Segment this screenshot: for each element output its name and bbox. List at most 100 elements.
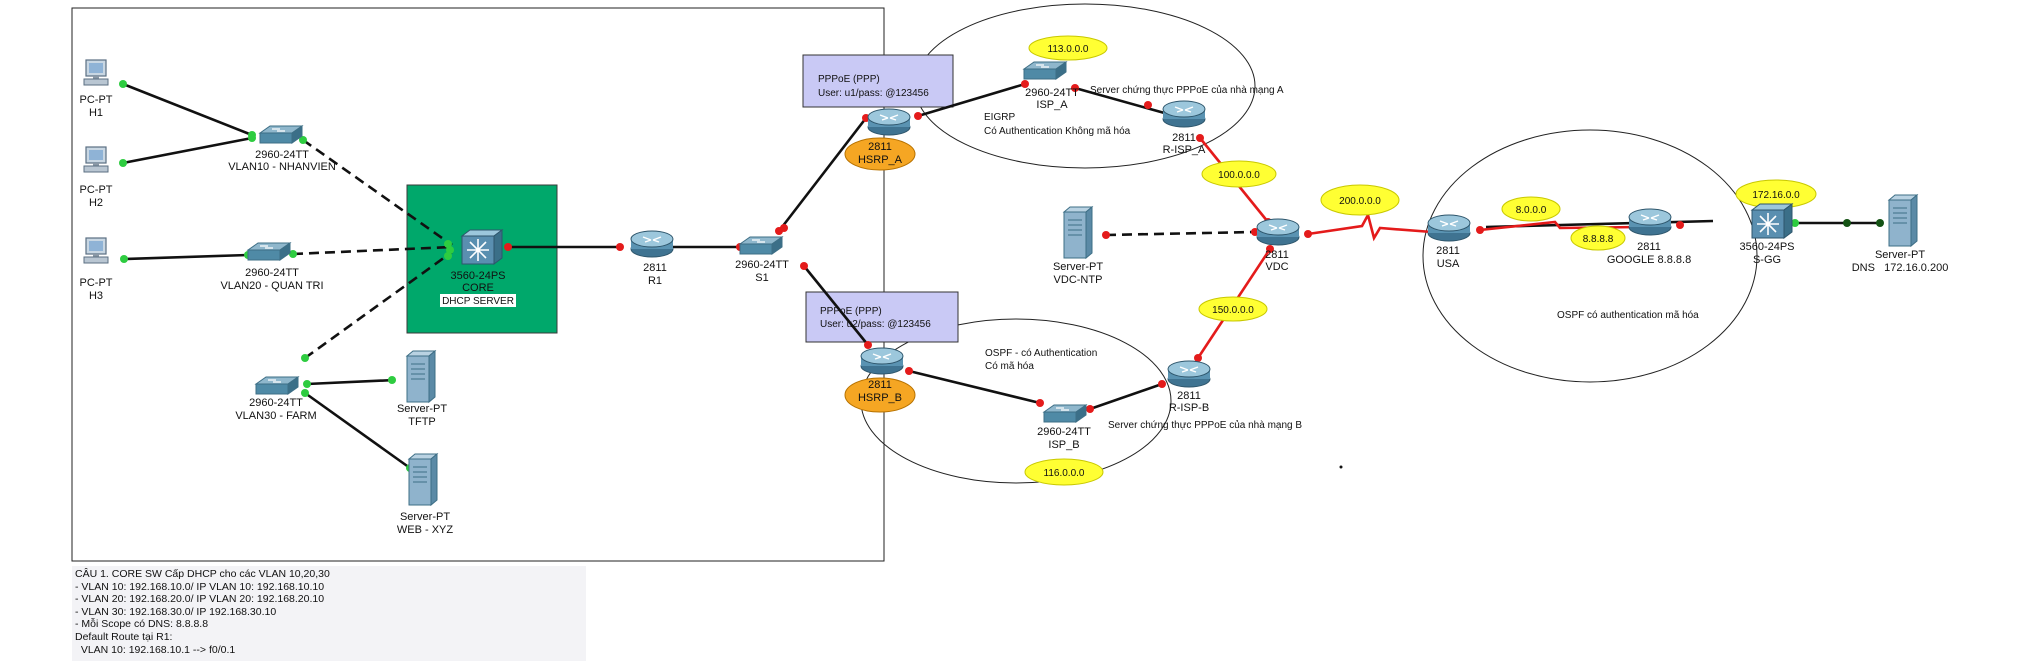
eigrp-annotation: EIGRP — [984, 112, 1015, 123]
router-icon[interactable] — [1628, 208, 1672, 236]
net-200-highlight — [1320, 184, 1400, 216]
device-name-label: WEB - XYZ — [397, 524, 454, 536]
pppoe-a-title: PPPoE (PPP) — [818, 74, 880, 85]
device-model-label: 2960-24TT — [1025, 87, 1079, 99]
device-name-label: R1 — [648, 275, 662, 287]
pc-icon[interactable] — [83, 146, 109, 173]
device-model-label: 2811 — [1265, 249, 1289, 261]
notes-line: VLAN 10: 192.168.10.1 --> f0/0.1 — [75, 643, 236, 656]
device-model-label: 2811 — [1172, 132, 1196, 144]
hsrp-a-highlight — [844, 137, 916, 171]
device-model-label: 3560-24PS — [450, 270, 505, 282]
router-icon[interactable] — [867, 108, 911, 136]
switch-icon[interactable] — [259, 125, 303, 144]
router-icon[interactable] — [1167, 360, 1211, 388]
switch-icon[interactable] — [739, 236, 783, 255]
ospf-b-encryption-annotation: Có mã hóa — [985, 361, 1034, 372]
device-model-label: 2811 — [868, 141, 892, 153]
server-icon[interactable] — [1888, 194, 1918, 247]
net-100-highlight — [1201, 160, 1277, 188]
device-model-label: 2960-24TT — [1037, 426, 1091, 438]
network-label: 8.8.8.8 — [1583, 234, 1614, 245]
device-name-label: S-GG — [1753, 254, 1781, 266]
network-label: 8.0.0.0 — [1516, 205, 1547, 216]
device-name-label: HSRP_B — [858, 392, 902, 404]
pc-icon[interactable] — [83, 59, 109, 86]
notes-panel: CÂU 1. CORE SW Cấp DHCP cho các VLAN 10,… — [72, 566, 586, 661]
pppoe-b-credentials: User: u2/pass: @123456 — [820, 319, 931, 330]
device-model-label: Server-PT — [400, 511, 450, 523]
net-150-highlight — [1198, 296, 1268, 322]
notes-line: - VLAN 10: 192.168.10.0/ IP VLAN 10: 192… — [75, 580, 325, 593]
server-b-annotation: Server chứng thực PPPoE của nhà mạng B — [1108, 419, 1302, 431]
pppoe-a-credentials: User: u1/pass: @123456 — [818, 88, 929, 99]
device-name-label: VDC-NTP — [1054, 274, 1103, 286]
device-model-label: 2960-24TT — [245, 267, 299, 279]
device-name-label: GOOGLE 8.8.8.8 — [1607, 254, 1691, 266]
device-model-label: PC-PT — [80, 184, 113, 196]
network-label: 116.0.0.0 — [1044, 468, 1085, 479]
device-model-label: PC-PT — [80, 94, 113, 106]
notes-line: CÂU 1. CORE SW Cấp DHCP cho các VLAN 10,… — [75, 568, 330, 580]
device-name-label: VDC — [1265, 261, 1288, 273]
device-name-label: VLAN30 - FARM — [235, 410, 316, 422]
ospf-b-annotation: OSPF - có Authentication — [985, 348, 1097, 359]
network-label: 100.0.0.0 — [1218, 170, 1260, 181]
device-model-label: Server-PT — [1053, 261, 1103, 273]
switch-icon[interactable] — [1043, 404, 1087, 423]
server-icon[interactable] — [408, 453, 438, 506]
server-a-annotation: Server chứng thực PPPoE của nhà mạng A — [1090, 84, 1284, 96]
device-model-label: 3560-24PS — [1739, 241, 1794, 253]
device-name-label: R-ISP_A — [1163, 144, 1206, 156]
dashed-links — [292, 138, 1256, 360]
router-icon[interactable] — [860, 347, 904, 375]
network-label: 172.16.0.0 — [1752, 190, 1800, 201]
net-113-highlight — [1028, 35, 1108, 61]
device-model-label: 2960-24TT — [249, 397, 303, 409]
device-model-label: PC-PT — [80, 277, 113, 289]
multilayer-switch-icon[interactable] — [1751, 203, 1793, 239]
device-name-label: VLAN20 - QUAN TRI — [220, 280, 323, 292]
port-indicators — [119, 80, 1884, 472]
pppoe-b-box — [805, 291, 959, 343]
core-role-label: DHCP SERVER — [442, 296, 514, 307]
ospf-right-zone-ellipse — [1422, 129, 1758, 383]
server-icon[interactable] — [1063, 206, 1093, 259]
device-name-label: ISP_A — [1036, 99, 1068, 111]
device-model-label: 2811 — [1637, 241, 1661, 253]
device-model-label: 2960-24TT — [255, 149, 309, 161]
device-name-label: TFTP — [408, 416, 436, 428]
device-model-label: 2811 — [1436, 245, 1460, 257]
device-name-label: H1 — [89, 107, 103, 119]
notes-line: - Mỗi Scope có DNS: 8.8.8.8 — [75, 618, 209, 631]
ospf-right-annotation: OSPF có authentication mã hóa — [1557, 310, 1699, 321]
device-model-label: Server-PT — [1875, 249, 1925, 261]
device-model-label: 2960-24TT — [735, 259, 789, 271]
device-model-label: 2811 — [868, 379, 892, 391]
router-icon[interactable] — [1162, 100, 1206, 128]
device-name-label: VLAN10 - NHANVIEN — [228, 161, 336, 173]
device-name-label: HSRP_A — [858, 154, 903, 166]
router-icon[interactable] — [1256, 218, 1300, 246]
switch-icon[interactable] — [247, 242, 291, 261]
device-name-label: DNS 172.16.0.200 — [1852, 262, 1949, 274]
device-name-label: CORE — [462, 282, 494, 294]
router-icon[interactable] — [630, 230, 674, 258]
pc-icon[interactable] — [83, 237, 109, 264]
internal-network-frame — [71, 7, 885, 562]
multilayer-switch-icon[interactable] — [461, 229, 503, 265]
router-icon[interactable] — [1427, 214, 1471, 242]
device-model-label: 2811 — [1177, 390, 1201, 402]
network-label: 150.0.0.0 — [1212, 305, 1254, 316]
net-116-highlight — [1024, 458, 1104, 486]
ethernet-links — [122, 82, 1880, 470]
switch-icon[interactable] — [1023, 61, 1067, 80]
device-name-label: USA — [1437, 258, 1460, 270]
device-model-label: Server-PT — [397, 403, 447, 415]
eigrp-auth-annotation: Có Authentication Không mã hóa — [984, 126, 1131, 137]
device-name-label: H2 — [89, 197, 103, 209]
server-icon[interactable] — [406, 350, 436, 403]
pppoe-a-box — [802, 54, 954, 108]
notes-line: Default Route tại R1: — [75, 630, 173, 643]
switch-icon[interactable] — [255, 376, 299, 395]
